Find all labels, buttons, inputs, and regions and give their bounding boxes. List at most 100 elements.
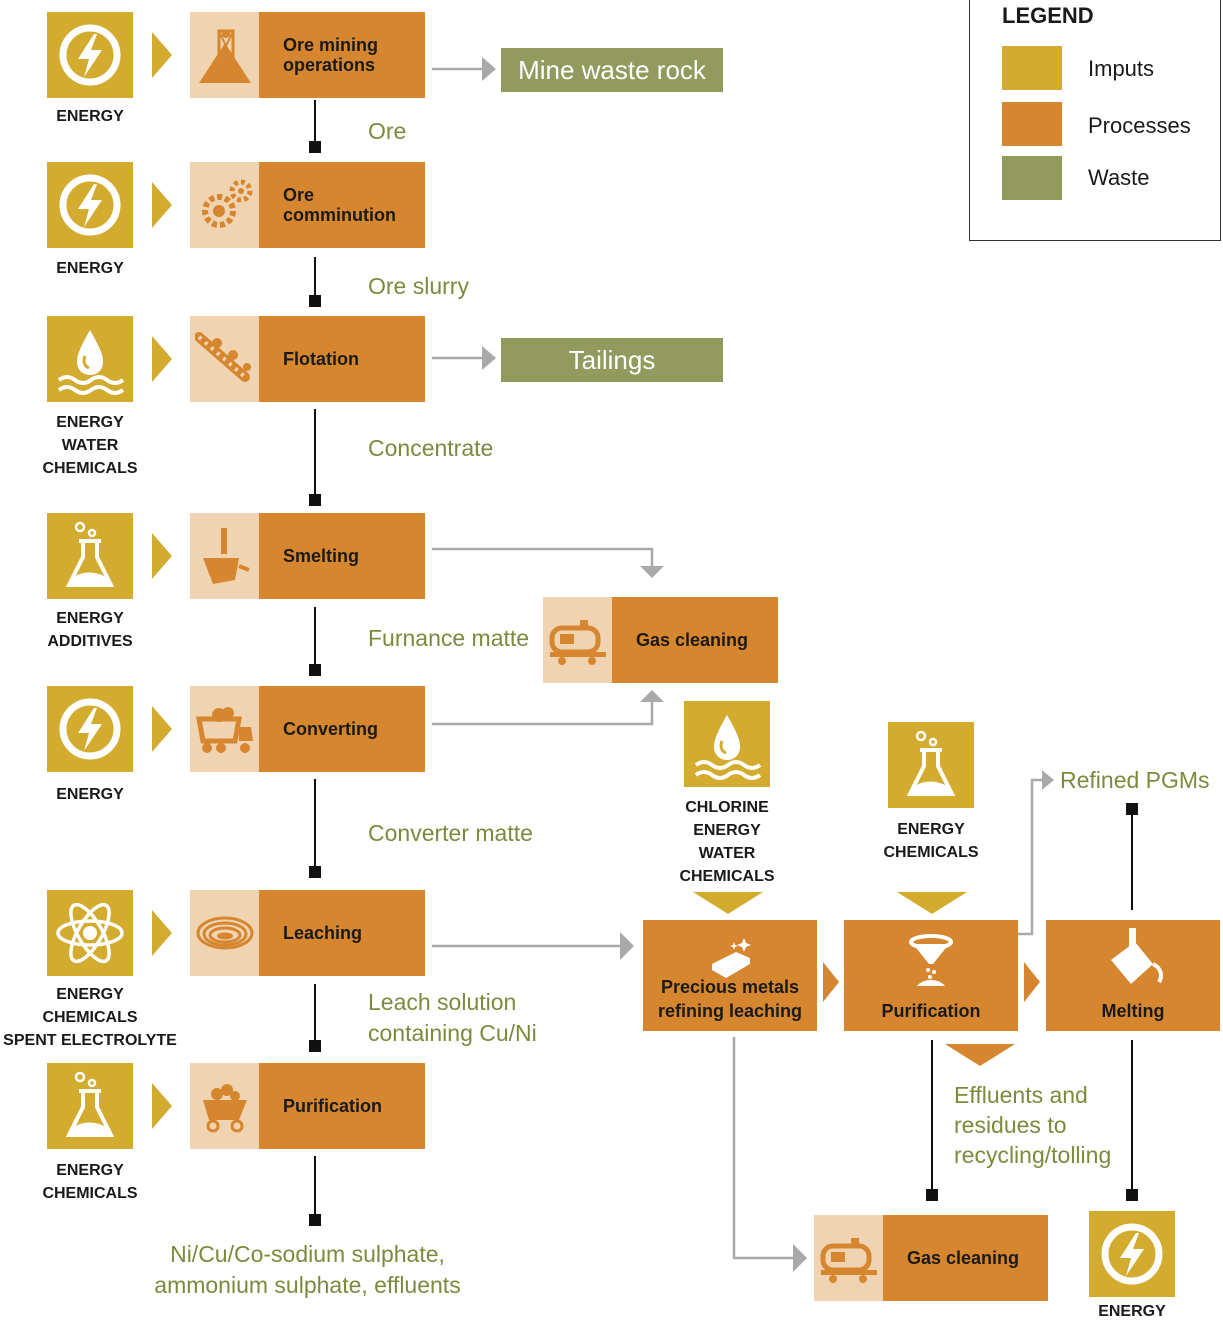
process-arrow	[823, 962, 839, 1002]
process-label: Ore mining operations	[259, 12, 425, 98]
lightning-icon	[59, 698, 121, 760]
legend-swatch-inputs	[1002, 46, 1062, 90]
input-arrow	[693, 892, 763, 914]
flow-label-ore-slurry: Ore slurry	[368, 273, 469, 299]
process-icon-bg	[190, 316, 259, 402]
flow-label-concentrate: Concentrate	[368, 435, 494, 461]
process-icon-slot	[844, 928, 1018, 988]
flow-label-furnace-matte: Furnance matte	[368, 625, 530, 651]
input-chemicals-electrolyte	[47, 890, 133, 976]
process-label: Purification	[259, 1063, 425, 1149]
input-label: ENERGY WATER CHEMICALS	[42, 414, 138, 477]
process-ore-comminution: Ore comminution	[190, 162, 425, 248]
input-label: ENERGY CHEMICALS	[883, 821, 979, 861]
process-icon-bg	[190, 12, 259, 98]
water-drop-icon	[694, 715, 762, 780]
process-label: Smelting	[259, 513, 425, 599]
gears-icon	[201, 179, 252, 228]
flask-icon	[906, 730, 956, 796]
dump-truck-icon	[195, 707, 253, 753]
process-purification-2: Purification	[844, 920, 1018, 1031]
funnel-icon	[909, 934, 953, 986]
process-icon-bg	[190, 1063, 259, 1149]
process-label: Melting	[1101, 1001, 1165, 1021]
waste-mine-waste-rock: Mine waste rock	[501, 48, 723, 92]
process-label: Flotation	[259, 316, 425, 402]
input-chemicals-1	[47, 1063, 133, 1149]
waste-tailings: Tailings	[501, 338, 723, 382]
process-label: Ore comminution	[259, 162, 425, 248]
residue-arrow	[945, 1044, 1015, 1066]
input-arrow	[152, 533, 172, 579]
process-smelting: Smelting	[190, 513, 425, 599]
input-label: ENERGY	[56, 108, 124, 125]
input-additives	[47, 513, 133, 599]
input-energy-1	[47, 12, 133, 98]
input-energy-2	[47, 162, 133, 248]
input-label: ENERGY CHEMICALS	[42, 1162, 138, 1202]
legend-swatch-processes	[1002, 102, 1062, 146]
lightning-icon	[59, 24, 121, 86]
process-label: Leaching	[259, 890, 425, 976]
pit-icon	[196, 916, 253, 950]
process-label: Purification	[881, 1001, 981, 1021]
process-icon-slot	[643, 928, 817, 988]
process-icon-bg	[190, 162, 259, 248]
process-precious-metals-refining: Precious metals refining leaching	[643, 920, 817, 1031]
input-label: ENERGY	[56, 260, 124, 277]
legend-swatch-waste	[1002, 156, 1062, 200]
flow-label-end-products: Ni/Cu/Co-sodium sulphate, ammonium sulph…	[154, 1241, 461, 1298]
input-label: ENERGY	[56, 786, 124, 803]
input-arrow	[152, 1083, 172, 1129]
input-energy-3	[47, 686, 133, 772]
process-gas-cleaning-1: Gas cleaning	[543, 597, 778, 683]
process-label: Precious metals refining leaching	[657, 977, 803, 1021]
legend: LEGEND Imputs Processes Waste	[969, 0, 1221, 241]
conveyor-icon	[194, 332, 251, 382]
mine-icon	[198, 29, 251, 83]
flask-icon	[65, 521, 115, 587]
process-gas-cleaning-2: Gas cleaning	[814, 1215, 1048, 1301]
input-water-1	[47, 316, 133, 402]
flask-icon	[65, 1071, 115, 1137]
flow-label-effluents: Effluents and residues to recycling/toll…	[954, 1082, 1112, 1168]
process-flotation: Flotation	[190, 316, 425, 402]
process-ore-mining: Ore mining operations	[190, 12, 425, 98]
input-chemicals-2	[888, 722, 974, 808]
flow-label-ore: Ore	[368, 118, 407, 144]
flow-label-converter-matte: Converter matte	[368, 820, 533, 846]
input-label: ENERGY	[1098, 1303, 1166, 1320]
tanker-icon	[549, 620, 606, 665]
legend-title: LEGEND	[1002, 3, 1094, 28]
process-icon-bg	[543, 597, 612, 683]
gold-bar-icon	[712, 938, 751, 978]
process-label: Gas cleaning	[883, 1215, 1048, 1301]
pour-icon	[1111, 928, 1163, 984]
process-arrow	[1024, 962, 1040, 1002]
process-icon-bg	[814, 1215, 883, 1301]
lightning-icon	[59, 174, 121, 236]
ladle-icon	[202, 528, 250, 584]
flow-label-leach-solution: Leach solution containing Cu/Ni	[368, 989, 537, 1046]
flow-label-refined-pgms: Refined PGMs	[1060, 767, 1210, 793]
input-arrow	[152, 336, 172, 382]
input-label: CHLORINE ENERGY WATER CHEMICALS	[679, 799, 775, 885]
tanker-icon	[820, 1238, 877, 1283]
process-icon-bg	[190, 890, 259, 976]
legend-label-inputs: Imputs	[1088, 56, 1155, 81]
input-energy-4	[1089, 1211, 1175, 1297]
input-arrow	[897, 892, 967, 914]
legend-label-processes: Processes	[1088, 113, 1191, 138]
input-arrow	[152, 910, 172, 956]
input-chlorine	[684, 701, 770, 787]
input-arrow	[152, 182, 172, 228]
process-label: Converting	[259, 686, 425, 772]
process-icon-bg	[190, 686, 259, 772]
ore-cart-icon	[202, 1084, 247, 1133]
process-icon-slot	[1046, 928, 1220, 988]
legend-label-waste: Waste	[1088, 165, 1150, 190]
water-drop-icon	[57, 330, 125, 395]
atom-icon	[56, 902, 124, 964]
process-leaching: Leaching	[190, 890, 425, 976]
